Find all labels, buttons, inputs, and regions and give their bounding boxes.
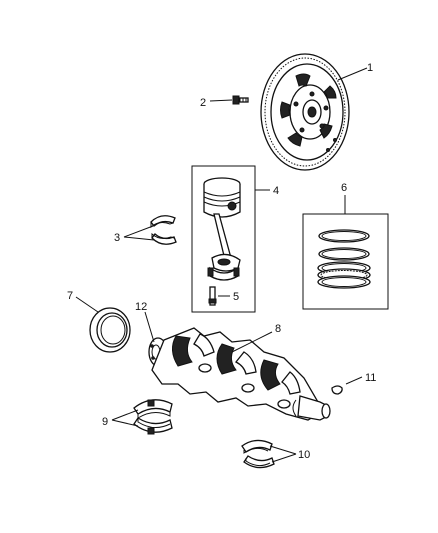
crankshaft: [148, 327, 331, 421]
callout-4: 4: [273, 185, 279, 197]
main-bearing-upper: [133, 399, 173, 435]
callout-12: 12: [135, 301, 147, 313]
callout-1: 1: [367, 62, 373, 74]
rear-seal: [89, 307, 131, 353]
piston-rings: [302, 213, 389, 310]
main-bearing-lower: [241, 439, 275, 469]
callout-3: 3: [114, 232, 120, 244]
callout-8: 8: [275, 323, 281, 335]
callout-11: 11: [365, 372, 376, 384]
flexplate-bolt: [232, 95, 249, 105]
callout-7: 7: [67, 290, 73, 302]
connecting-rod-bearing: [150, 215, 177, 245]
key: [331, 385, 343, 395]
callout-10: 10: [298, 449, 310, 461]
callout-6: 6: [341, 182, 347, 194]
callout-2: 2: [200, 97, 206, 109]
callout-9: 9: [102, 416, 108, 428]
flexplate: [260, 53, 350, 171]
piston-and-rod: [191, 165, 256, 313]
callout-5: 5: [233, 291, 239, 303]
